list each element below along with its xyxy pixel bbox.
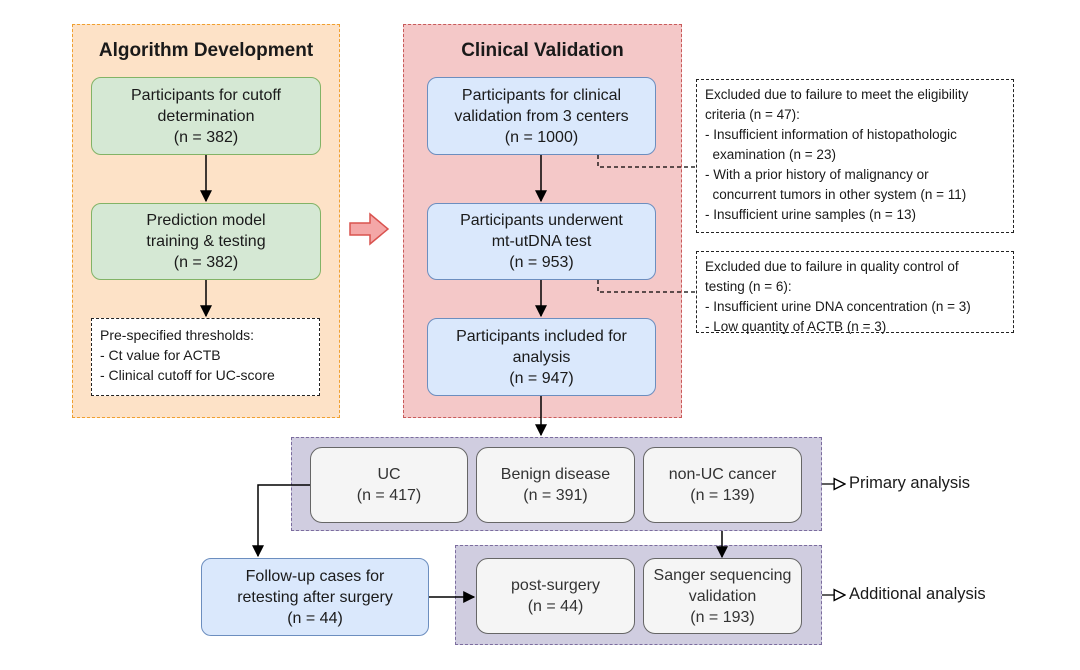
- uc-box: UC (n = 417): [310, 447, 468, 523]
- participants-line1: Participants for clinical: [461, 86, 622, 104]
- cutoff-line2: determination: [157, 107, 255, 125]
- participants-count: (n = 1000): [504, 128, 579, 146]
- underwent-line1: Participants underwent: [460, 212, 623, 229]
- quality-exclusion-note: Excluded due to failure in quality contr…: [696, 251, 1014, 334]
- eligibility-exclusion-note: Excluded due to failure to meet the elig…: [696, 79, 1014, 233]
- followup-box: Follow-up cases for retesting after surg…: [201, 558, 429, 636]
- uc-count: (n = 417): [356, 487, 422, 504]
- included-line2: analysis: [512, 348, 571, 366]
- benign-disease-box: Benign disease (n = 391): [476, 447, 635, 523]
- exclusion-text: - With a prior history of malignancy or: [705, 167, 929, 182]
- exclusion-text: criteria (n = 47):: [705, 107, 800, 122]
- followup-line1: Follow-up cases for: [245, 567, 385, 585]
- post-surgery-box: post-surgery (n = 44): [476, 558, 635, 634]
- nonuc-label: non-UC cancer: [668, 466, 777, 483]
- prediction-model-box: Prediction model training & testing (n =…: [91, 203, 321, 280]
- underwent-line2: mt-utDNA test: [491, 233, 592, 250]
- additional-analysis-label: Additional analysis: [849, 585, 986, 603]
- training-count: (n = 382): [173, 254, 239, 271]
- included-line1: Participants included for: [456, 327, 627, 345]
- training-line2: training & testing: [146, 233, 266, 250]
- sanger-count: (n = 193): [690, 608, 755, 626]
- followup-line2: retesting after surgery: [237, 588, 393, 606]
- training-line1: Prediction model: [146, 212, 266, 229]
- clinical-validation-title: Clinical Validation: [461, 40, 624, 61]
- uc-label: UC: [377, 466, 401, 483]
- thresholds-item: - Ct value for ACTB: [100, 347, 221, 363]
- participants-line2: validation from 3 centers: [454, 107, 629, 125]
- cutoff-determination-box: Participants for cutoff determination (n…: [91, 77, 321, 155]
- benign-count: (n = 391): [523, 487, 588, 504]
- postsurgery-label: post-surgery: [511, 577, 600, 594]
- exclusion-text: concurrent tumors in other system (n = 1…: [705, 187, 967, 202]
- non-uc-cancer-box: non-UC cancer (n = 139): [643, 447, 802, 523]
- transfer-arrow-icon: [349, 212, 390, 246]
- included-count: (n = 947): [509, 369, 574, 387]
- exclusion-text: - Insufficient urine samples (n = 13): [705, 207, 916, 222]
- thresholds-item: - Clinical cutoff for UC-score: [100, 367, 275, 383]
- sanger-line1: Sanger sequencing: [653, 566, 792, 584]
- cutoff-line1: Participants for cutoff: [131, 86, 281, 104]
- exclusion-text: - Low quantity of ACTB (n = 3): [705, 319, 887, 334]
- primary-analysis-label: Primary analysis: [849, 474, 971, 492]
- underwent-count: (n = 953): [509, 254, 574, 271]
- exclusion-text: examination (n = 23): [705, 147, 836, 162]
- included-analysis-box: Participants included for analysis (n = …: [427, 318, 656, 396]
- clinical-participants-box: Participants for clinical validation fro…: [427, 77, 656, 155]
- algorithm-development-title: Algorithm Development: [98, 40, 314, 61]
- underwent-test-box: Participants underwent mt-utDNA test (n …: [427, 203, 656, 280]
- exclusion-text: - Insufficient urine DNA concentration (…: [705, 299, 971, 314]
- exclusion-text: testing (n = 6):: [705, 279, 792, 294]
- nonuc-count: (n = 139): [690, 487, 755, 504]
- sanger-sequencing-box: Sanger sequencing validation (n = 193): [643, 558, 802, 634]
- thresholds-title: Pre-specified thresholds:: [100, 327, 255, 343]
- exclusion-text: - Insufficient information of histopatho…: [705, 127, 957, 142]
- benign-label: Benign disease: [500, 466, 611, 483]
- cutoff-count: (n = 382): [173, 128, 239, 146]
- exclusion-text: Excluded due to failure in quality contr…: [705, 259, 959, 274]
- sanger-line2: validation: [688, 587, 757, 605]
- thresholds-note: Pre-specified thresholds: - Ct value for…: [91, 318, 320, 396]
- followup-count: (n = 44): [287, 609, 343, 627]
- exclusion-text: Excluded due to failure to meet the elig…: [705, 87, 969, 102]
- postsurgery-count: (n = 44): [527, 598, 584, 615]
